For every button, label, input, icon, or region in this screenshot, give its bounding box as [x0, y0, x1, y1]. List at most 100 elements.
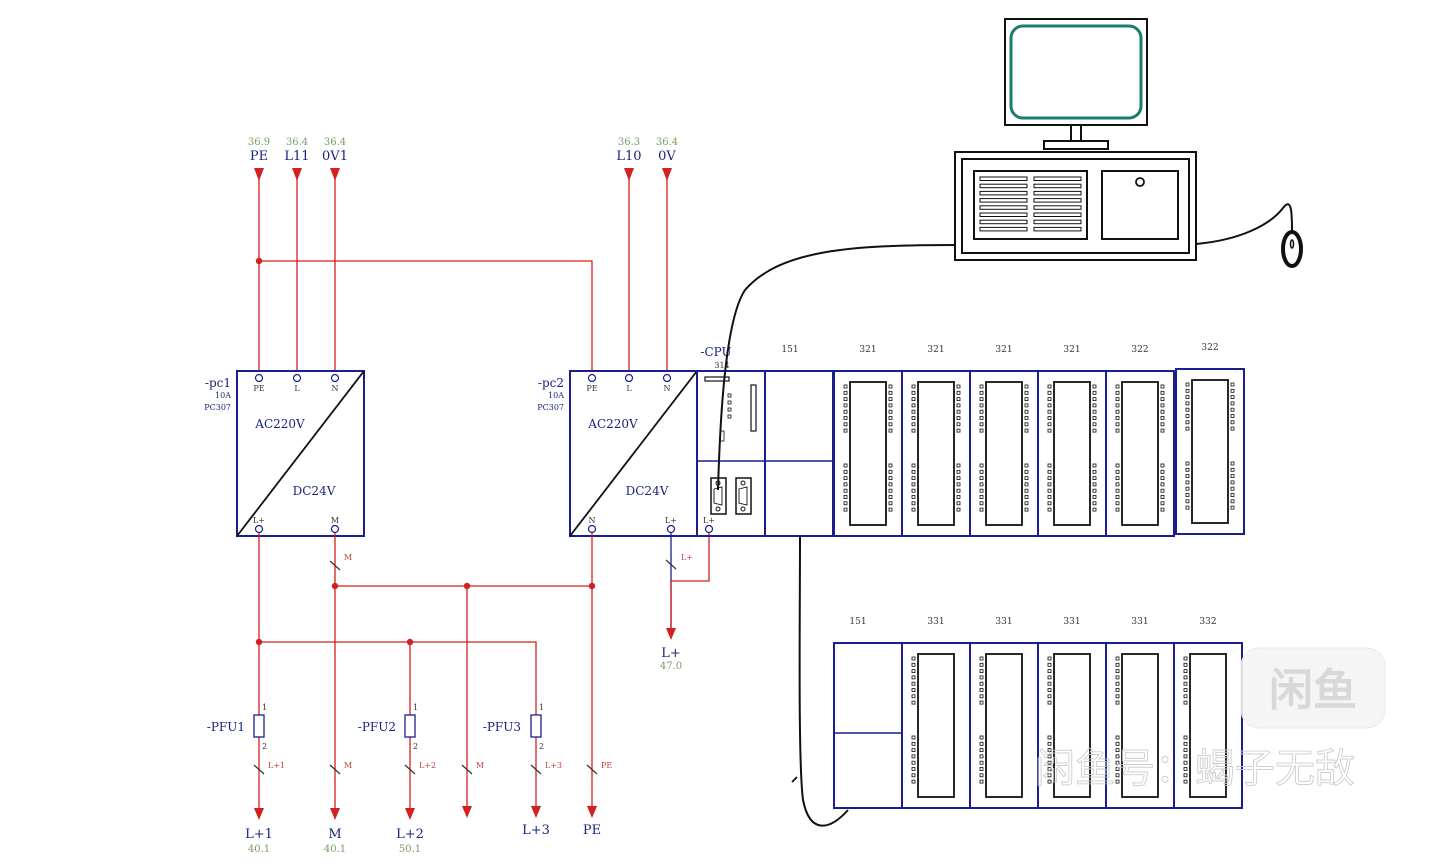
junction-lplus: [255, 638, 263, 646]
wire-pe-crosslink: [259, 260, 593, 372]
bottom-outputs: L+1 40.1 M 40.1 L+2 50.1 L+3 PE: [245, 823, 601, 855]
rack2-io-leds: [1115, 656, 1120, 784]
watermark: 闲鱼 闲鱼号：蝎子无敌: [1035, 647, 1386, 792]
rack1-slot-label: 321: [927, 345, 944, 355]
arrow-0v1-in: [330, 168, 340, 181]
signal-l10: L10: [616, 149, 641, 164]
psu2-diagonal: [569, 370, 698, 537]
rack2-terminal-block: [1053, 653, 1091, 798]
psu1-terminal-pe: [254, 373, 264, 383]
psu2-terminal-n-bottom: [587, 524, 597, 534]
pc-workstation: [954, 18, 1303, 268]
psu2-terminal-lplus: [666, 524, 676, 534]
fuse-tag-pfu2: -PFU2: [358, 720, 396, 734]
fuse-pfu3-pin1: 1: [539, 703, 544, 712]
arrow-l11-in: [292, 168, 302, 181]
psu2-terminal-label-n: N: [664, 384, 671, 393]
cpu-feed: L+ L+ 47.0: [660, 533, 710, 672]
ref-l10: 36.3: [618, 137, 640, 148]
psu1-terminal-n: [330, 373, 340, 383]
arrow-out-lplus2: [405, 808, 415, 820]
pc-power-button[interactable]: [1135, 177, 1145, 187]
psu2-terminal-l: [624, 373, 634, 383]
psu2-input-label: AC220V: [587, 417, 638, 431]
fuse-pfu1-pin2: 2: [262, 742, 267, 751]
psu2-terminal-label-n-bottom: N: [589, 516, 596, 525]
psu1-diagonal: [236, 370, 365, 537]
psu2: -pc2 10A PC307 AC220V DC24V PE L N N L+: [537, 370, 698, 537]
pc-to-cpu-cable: [717, 244, 956, 491]
wire-tick-cpu: [665, 559, 677, 570]
mouse-cable: [1195, 203, 1293, 245]
rack2-terminal-block: [1121, 653, 1159, 798]
out-signal-lplus3: L+3: [522, 823, 550, 838]
rack2-io-leds: [1047, 656, 1052, 784]
junction-m-mid: [463, 582, 471, 590]
wire-tick-lplus3: [530, 764, 542, 775]
psu2-terminal-label-pe: PE: [586, 384, 597, 393]
cpu-key-slot: [704, 376, 730, 382]
psu2-output-label: DC24V: [626, 484, 669, 498]
rack2-slot-label: 331: [1131, 617, 1148, 627]
wire-tag-lplus2: L+2: [419, 761, 436, 770]
wire-lplus-bus: [259, 641, 537, 810]
rack1-io-leds: [911, 384, 961, 512]
monitor-neck: [1070, 124, 1082, 142]
wire-tag-m-branch2: M: [476, 761, 484, 770]
psu1-rating: 10A: [215, 391, 231, 400]
rack2-slot-label: 332: [1199, 617, 1216, 627]
rack1-slot-label: 321: [859, 345, 876, 355]
fuse-pfu2-pin1: 1: [413, 703, 418, 712]
arrow-out-lplus3: [531, 806, 541, 818]
cpu-out-ref: 47.0: [660, 661, 682, 672]
wire-tag-lplus3: L+3: [545, 761, 562, 770]
psu1-terminal-label-l: L: [294, 384, 300, 393]
psu2-model: PC307: [537, 403, 564, 412]
arrow-out-lplus1: [254, 808, 264, 820]
arrow-pe-in: [254, 168, 264, 181]
rack1-terminal-block: [985, 381, 1023, 526]
junction-pe: [255, 257, 263, 265]
fuse-pfu3-pin2: 2: [539, 742, 544, 751]
ref-0v: 36.4: [656, 137, 678, 148]
rack-link-cable-end: [791, 776, 798, 783]
rack2-terminal-block: [917, 653, 955, 798]
wire-tick-lplus1: [253, 764, 265, 775]
junction-lplus2: [406, 638, 414, 646]
cpu-terminal-label: L+: [703, 516, 715, 525]
psu2-terminal-label-lplus: L+: [665, 516, 677, 525]
mouse[interactable]: [1281, 230, 1303, 268]
cpu-tag: -CPU: [700, 345, 731, 359]
out-ref-lplus1: 40.1: [248, 844, 270, 855]
fuse-pfu1-pin1: 1: [262, 703, 267, 712]
wire-tag-cpu-lplus: L+: [681, 553, 693, 562]
psu2-terminal-pe: [587, 373, 597, 383]
psu1-model: PC307: [204, 403, 231, 412]
wire-tag-lplus1: L+1: [268, 761, 285, 770]
rack2-terminal-block: [985, 653, 1023, 798]
arrow-0v-in: [662, 168, 672, 181]
psu1-tag: -pc1: [205, 376, 231, 390]
top-inputs-pc1: 36.9 PE 36.4 L11 36.4 0V1: [248, 137, 348, 164]
psu1-frame: [236, 370, 365, 537]
cpu-leds: [727, 393, 732, 419]
psu2-rating: 10A: [548, 391, 564, 400]
rack1-terminal-block: [849, 381, 887, 526]
rack1-slot-label: 321: [995, 345, 1012, 355]
monitor-screen: [1009, 24, 1143, 120]
rack1-io-leds: [1185, 382, 1235, 510]
watermark-logo-badge: [1240, 647, 1386, 729]
ref-l11: 36.4: [286, 137, 308, 148]
psu1-output-label: DC24V: [293, 484, 336, 498]
out-signal-lplus1: L+1: [245, 827, 273, 842]
cpu-out-signal: L+: [661, 646, 681, 661]
ref-pe: 36.9: [248, 137, 270, 148]
arrow-out-m: [330, 808, 340, 820]
out-signal-pe: PE: [583, 823, 601, 838]
rack1-slot-label: 321: [1063, 345, 1080, 355]
rack2-slot-label: 331: [1063, 617, 1080, 627]
arrow-out-pe: [587, 806, 597, 818]
fuse-tag-pfu3: -PFU3: [483, 720, 521, 734]
rack1-slot-label: 322: [1201, 343, 1218, 353]
